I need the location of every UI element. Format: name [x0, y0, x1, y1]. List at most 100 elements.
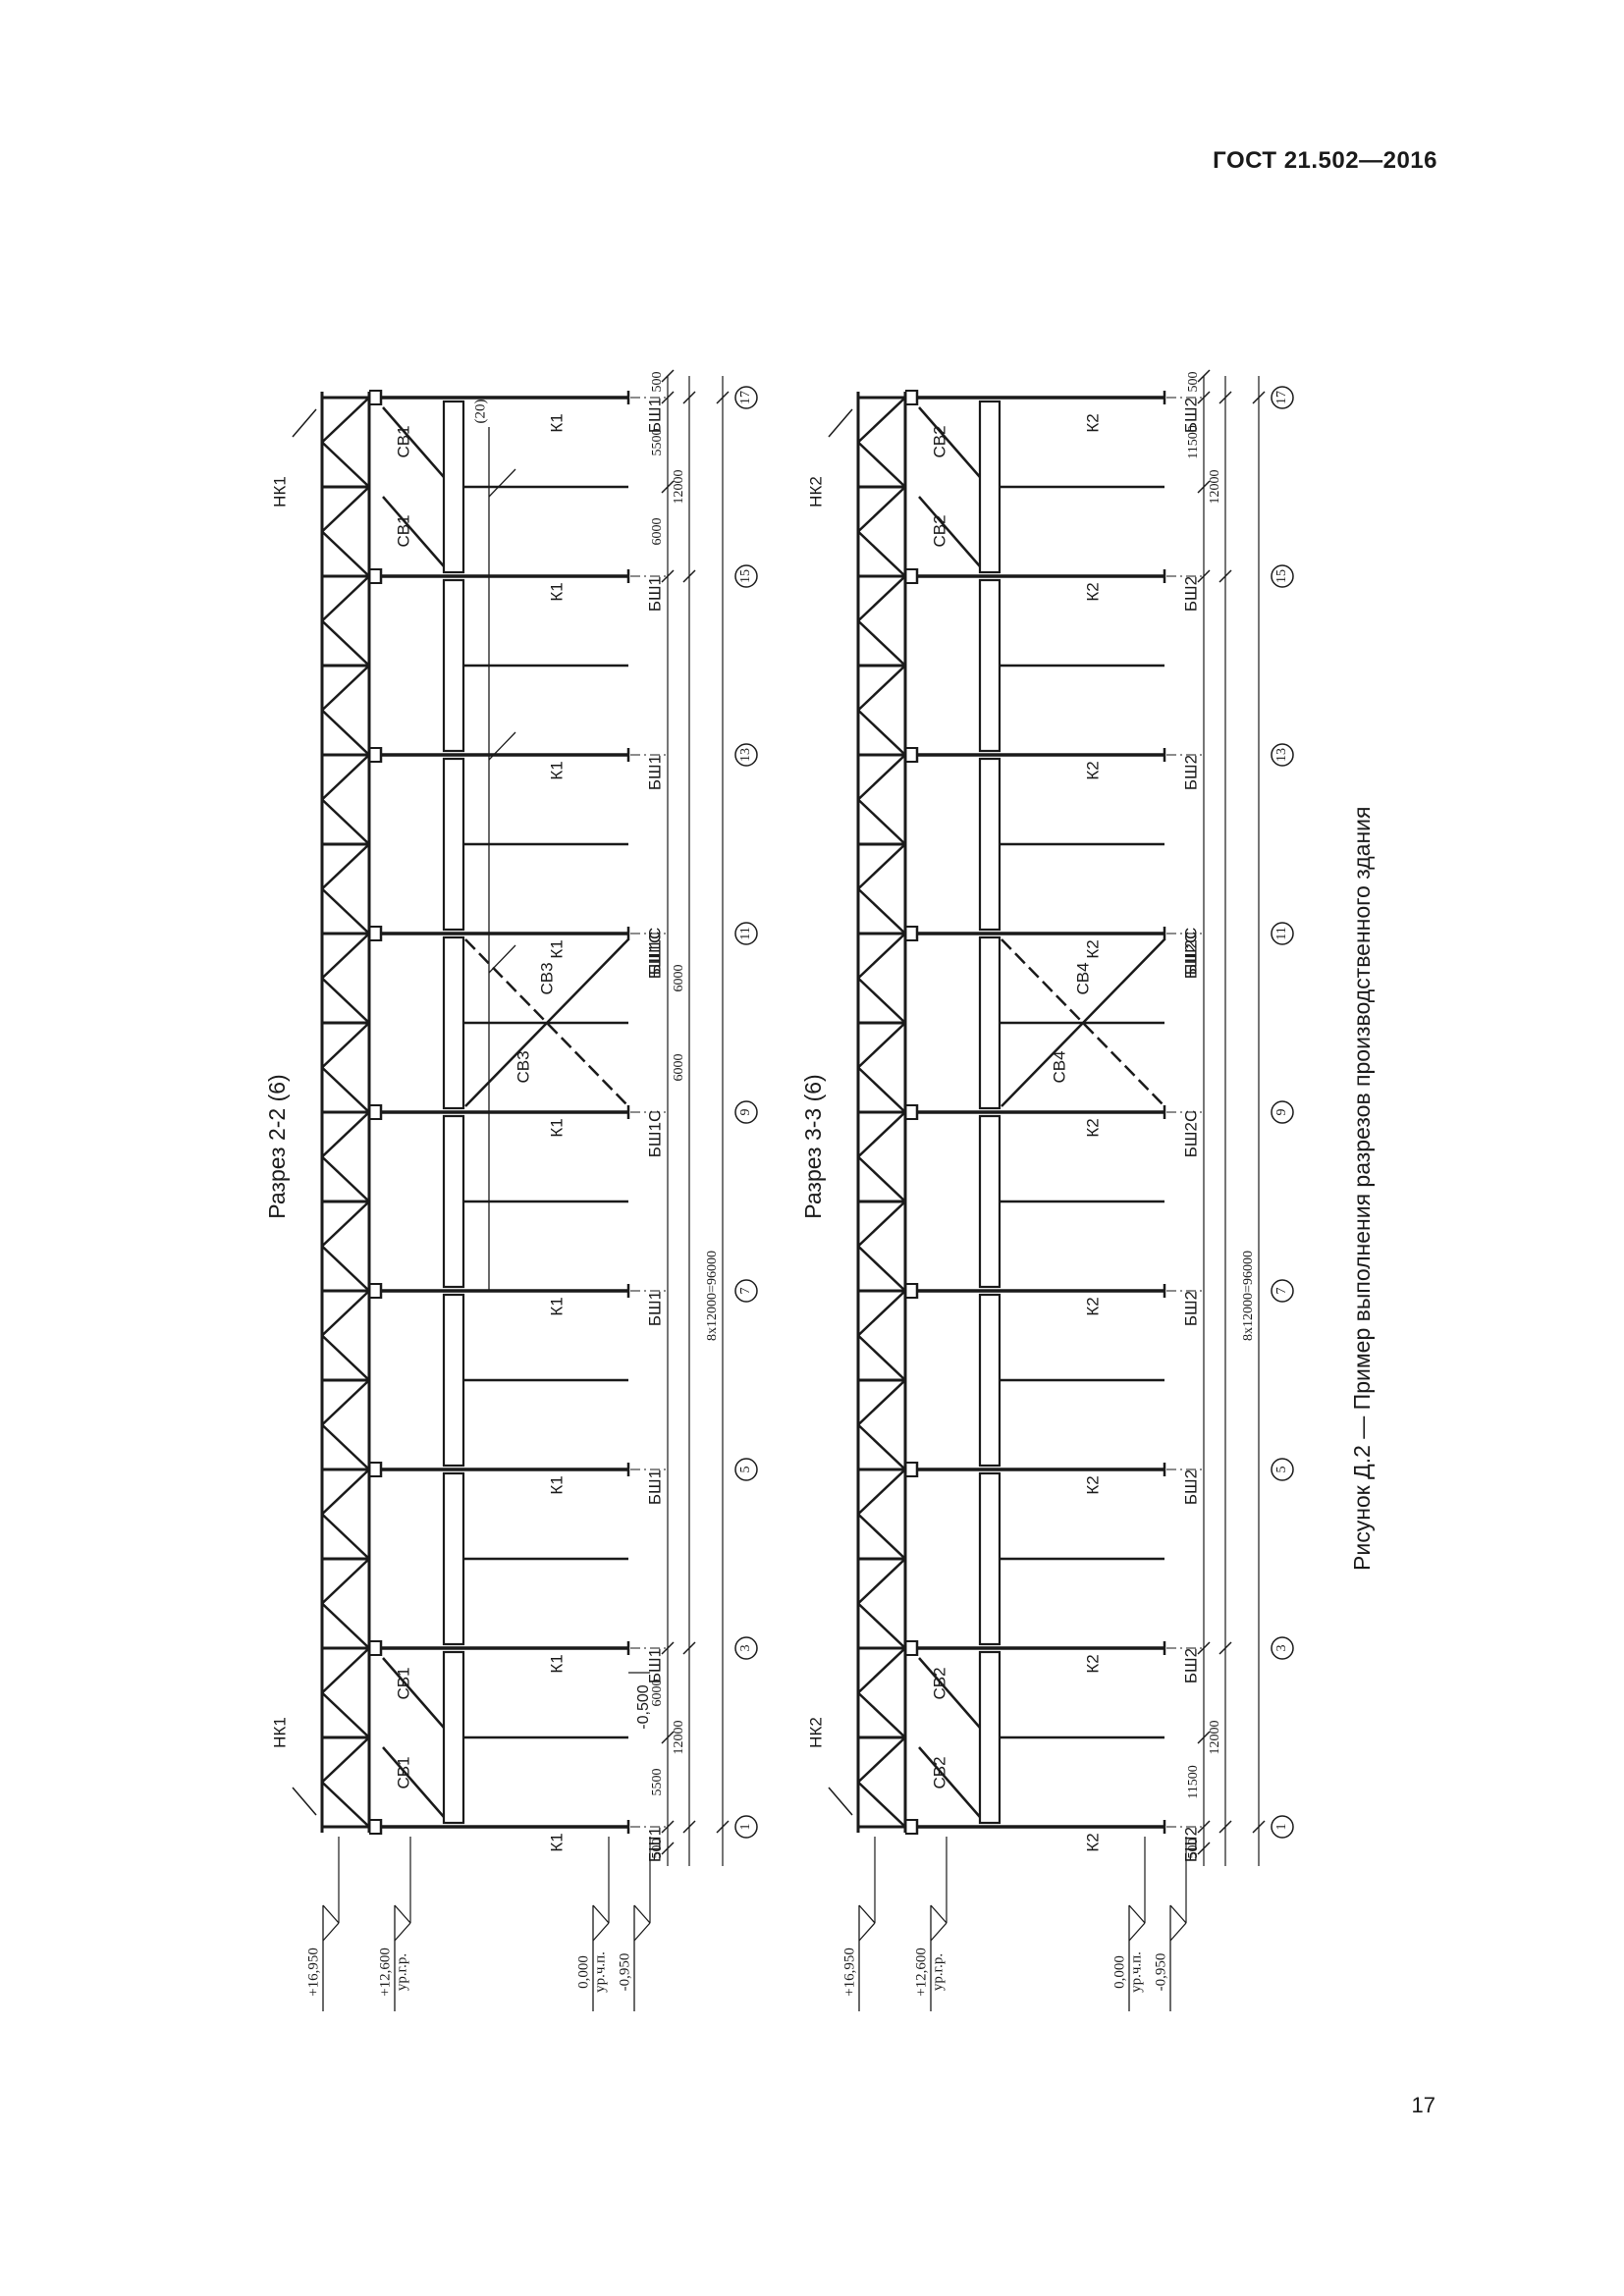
column-label: К2	[1083, 1654, 1102, 1673]
level-arrow	[858, 1904, 876, 1924]
axis-bubble	[734, 564, 758, 588]
truss-diagonal	[321, 1022, 370, 1069]
truss-diagonal	[857, 1334, 906, 1381]
column-label: К2	[1083, 1118, 1102, 1137]
truss-diagonal	[857, 1647, 906, 1694]
dimension-tick	[682, 1820, 696, 1834]
callout-arrow	[488, 468, 516, 498]
axis-number: 3	[1274, 1645, 1289, 1652]
truss-diagonal	[321, 1513, 370, 1560]
truss-diagonal	[857, 709, 906, 756]
column-label: К1	[547, 1654, 566, 1673]
axis-bubble	[1271, 564, 1294, 588]
dimension-tick	[661, 569, 675, 583]
section-2-2-dimensions: 500500550060006000550012000120008x12000=…	[650, 369, 730, 1866]
end-brace	[918, 406, 981, 478]
axis-number: 5	[1274, 1467, 1289, 1473]
truss-leader	[292, 408, 317, 438]
figure-caption-group: Рисунок Д.2 — Пример выполнения разрезов…	[1349, 807, 1375, 1571]
truss-diagonal	[321, 486, 370, 533]
column-label: К2	[1083, 1833, 1102, 1851]
axis-bubble	[734, 1636, 758, 1660]
truss-diagonal	[857, 1558, 906, 1605]
level-arrow	[1169, 1904, 1187, 1924]
shoe-label-braced: БШ2С	[1181, 1110, 1200, 1157]
truss-diagonal	[857, 1691, 906, 1738]
end-brace	[918, 1657, 981, 1729]
column-label: К1	[547, 761, 566, 779]
truss-diagonal	[321, 665, 370, 712]
shoe-label: БШ2	[1181, 576, 1200, 612]
crane-beam	[442, 1471, 465, 1646]
dimension-value: 12000	[1208, 1721, 1222, 1755]
truss-diagonal	[857, 933, 906, 980]
dimension-value: 12000	[672, 470, 686, 505]
truss-diagonal	[857, 1155, 906, 1202]
end-brace-label: СВ1	[394, 425, 412, 457]
page-number: 17	[1411, 2093, 1435, 2117]
end-brace-label: СВ1	[394, 1667, 412, 1699]
truss-leader	[292, 1787, 317, 1816]
truss-diagonal	[857, 1022, 906, 1069]
dimension-total: 8x12000=96000	[1241, 1251, 1256, 1341]
level-value: 0,000	[575, 1955, 591, 1989]
dimension-tick	[661, 1842, 675, 1855]
dimension-tick	[661, 391, 675, 404]
callout-arrow	[488, 944, 516, 974]
end-brace	[918, 1746, 981, 1818]
shoe-label: БШ2	[1181, 398, 1200, 433]
truss-diagonal	[857, 530, 906, 577]
level-note: ур.ч.п.	[1128, 1951, 1144, 1993]
axis-bubble	[1271, 743, 1294, 767]
axis-bubble	[1271, 922, 1294, 945]
shoe-label: БШ1	[645, 398, 664, 433]
truss-diagonal	[857, 1602, 906, 1649]
column-label: К1	[547, 413, 566, 432]
truss-diagonal	[321, 1111, 370, 1158]
truss-diagonal	[857, 1468, 906, 1516]
truss-diagonal	[857, 843, 906, 890]
axis-number: 17	[1274, 391, 1289, 404]
axis-number: 11	[738, 927, 753, 939]
axis-bubble	[734, 743, 758, 767]
section-2-2: К1К1К1К1К1К1К1К1К1БШ1БШ1БШ1БШ1БШ1СБШ1БШ1…	[264, 386, 758, 1862]
truss-diagonal	[321, 1334, 370, 1381]
column-label: К1	[547, 1118, 566, 1137]
dimension-tick	[661, 1731, 675, 1744]
axis-bubble	[1271, 1815, 1294, 1839]
document-standard-code: ГОСТ 21.502—2016	[1213, 147, 1437, 174]
level-arrow	[394, 1904, 411, 1924]
end-brace-label: СВ1	[394, 1756, 412, 1789]
axis-bubble	[734, 922, 758, 945]
truss-diagonal	[321, 1290, 370, 1337]
truss-diagonal	[321, 1736, 370, 1784]
level-value: -0,950	[617, 1953, 632, 1992]
dimension-value: 500	[1186, 372, 1201, 393]
dimension-tick	[1218, 1641, 1232, 1655]
dimension-tick	[1218, 1820, 1232, 1834]
axis-bubble	[1271, 1458, 1294, 1481]
dimension-tick	[661, 480, 675, 494]
truss-diagonal	[857, 754, 906, 801]
dimension-tick	[1252, 391, 1266, 404]
axis-number: 17	[738, 391, 753, 404]
truss-diagonal	[321, 1155, 370, 1202]
column-label: К1	[547, 1475, 566, 1494]
crane-beam	[978, 1650, 1001, 1825]
shoe-label-braced: БШ2С	[1181, 932, 1200, 979]
crane-beam	[442, 757, 465, 932]
shoe-label: БШ2	[1181, 1648, 1200, 1683]
axis-number: 5	[738, 1467, 753, 1473]
dimension-tick	[1218, 391, 1232, 404]
truss-diagonal	[857, 1736, 906, 1784]
level-note: ур.г.р.	[930, 1953, 946, 1991]
dimension-tick	[1197, 369, 1211, 383]
level-arrow	[322, 1904, 340, 1924]
truss-leader	[828, 408, 853, 438]
level-arrow	[1128, 1904, 1146, 1924]
end-brace-label: СВ1	[394, 514, 412, 547]
axis-number: 1	[738, 1824, 753, 1831]
